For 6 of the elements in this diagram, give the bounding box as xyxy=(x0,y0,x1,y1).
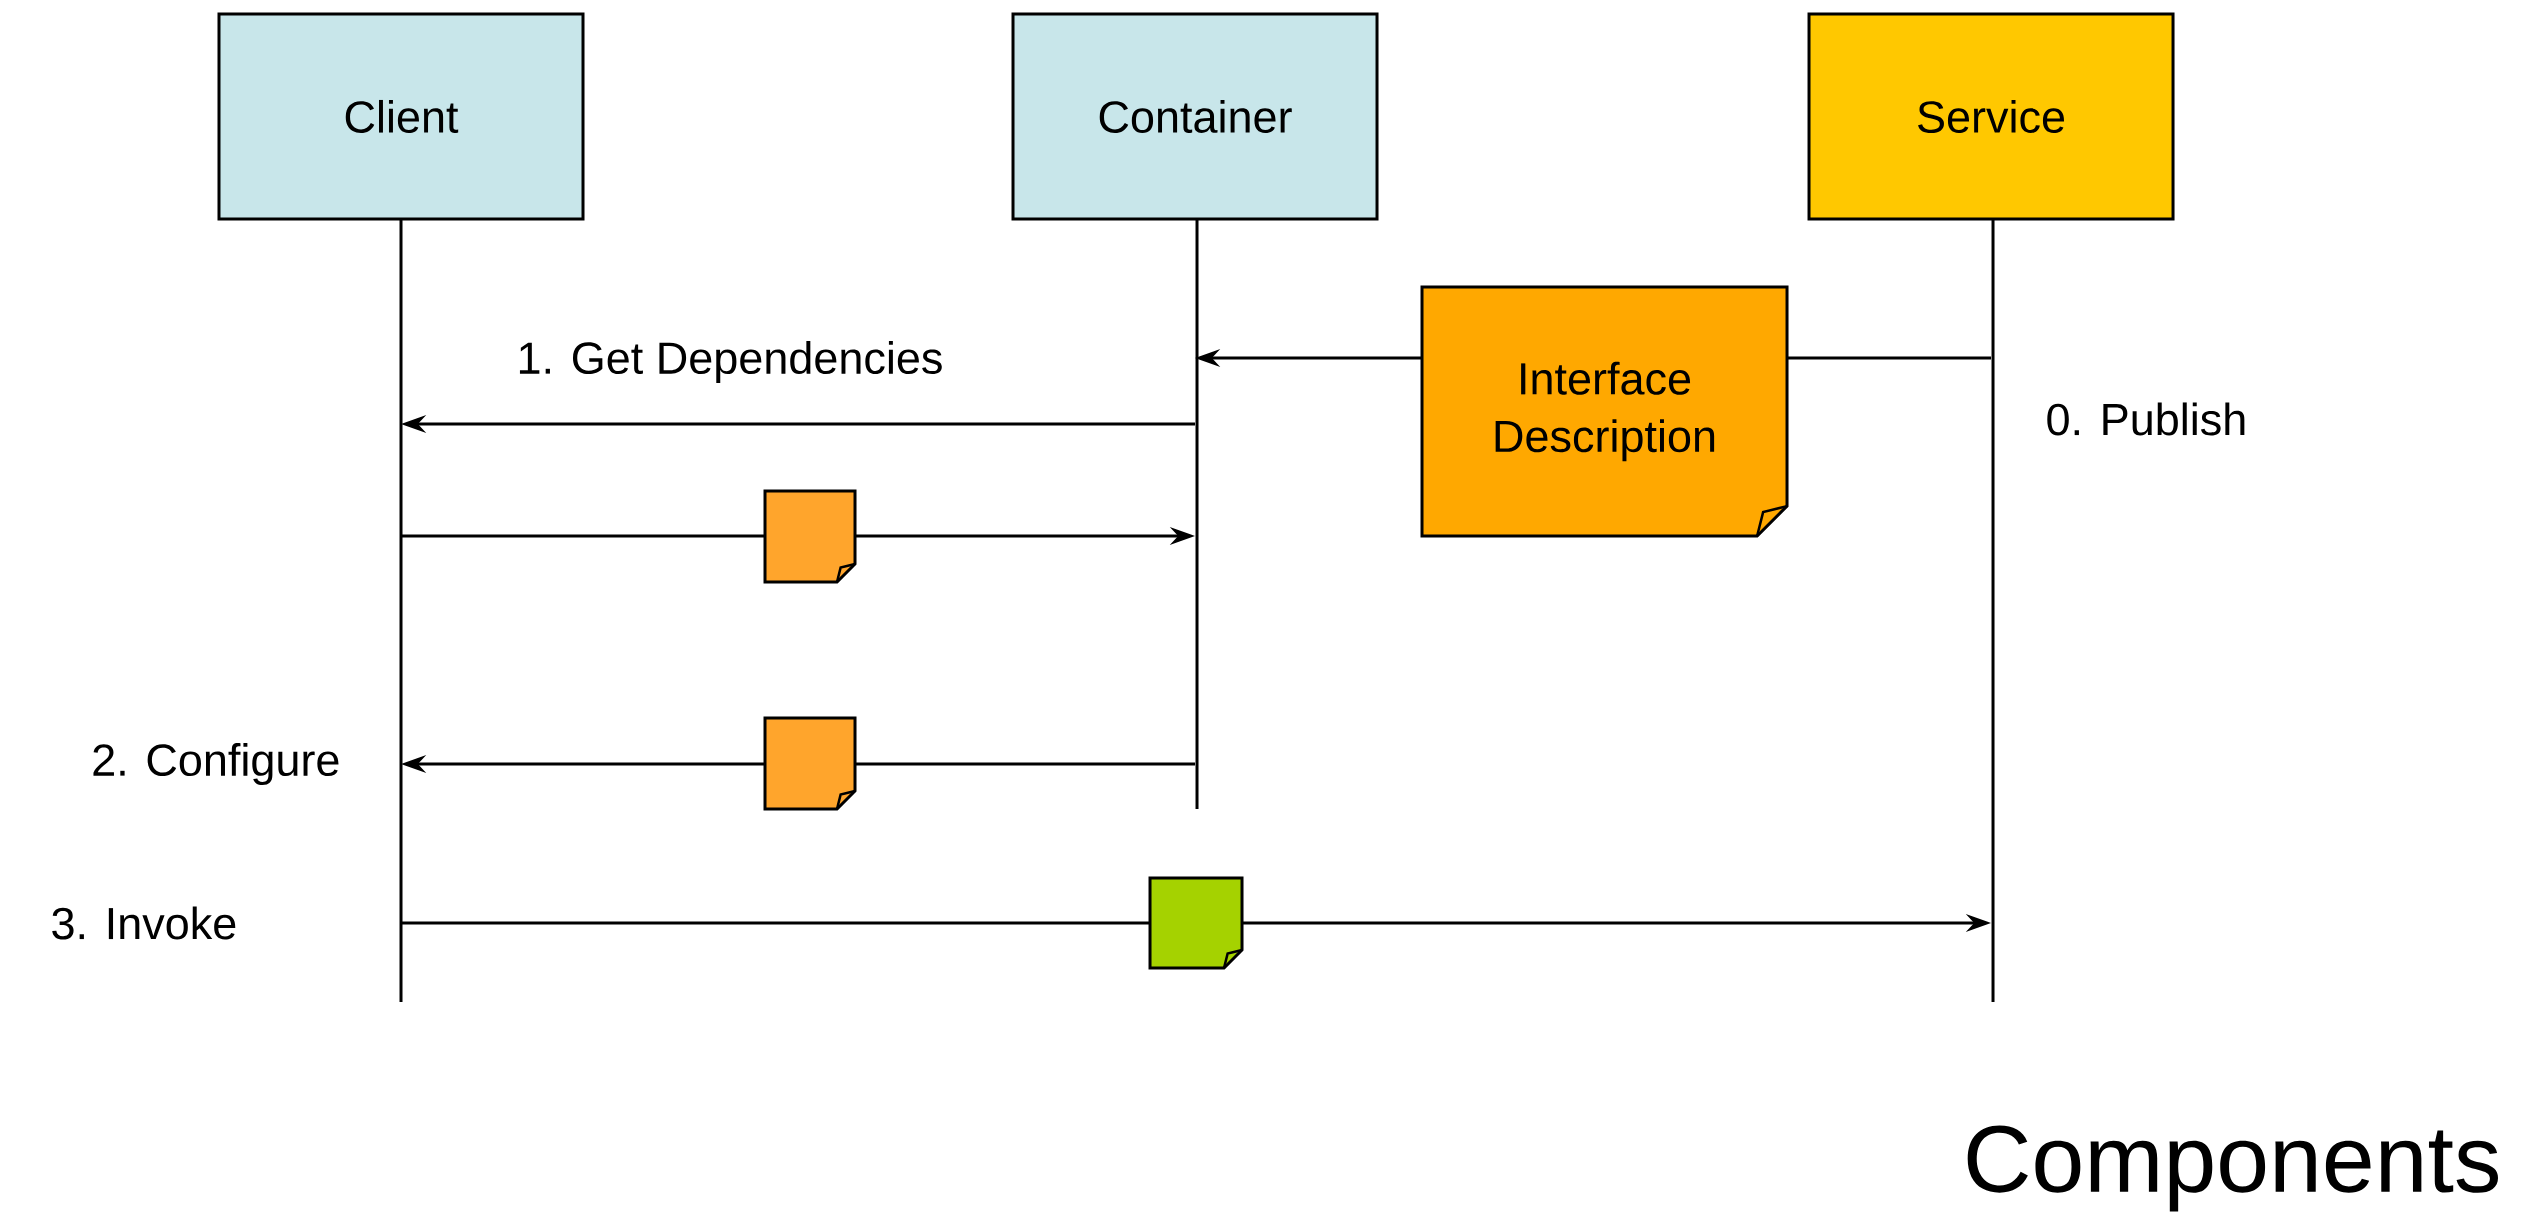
caption-label: Components xyxy=(1967,1125,2498,1212)
note-icon xyxy=(1148,876,1244,970)
note-icon xyxy=(763,489,857,584)
note-icon xyxy=(763,716,857,811)
note-box: Interface Description xyxy=(1420,285,1789,538)
participant-box: Container xyxy=(1011,12,1379,809)
